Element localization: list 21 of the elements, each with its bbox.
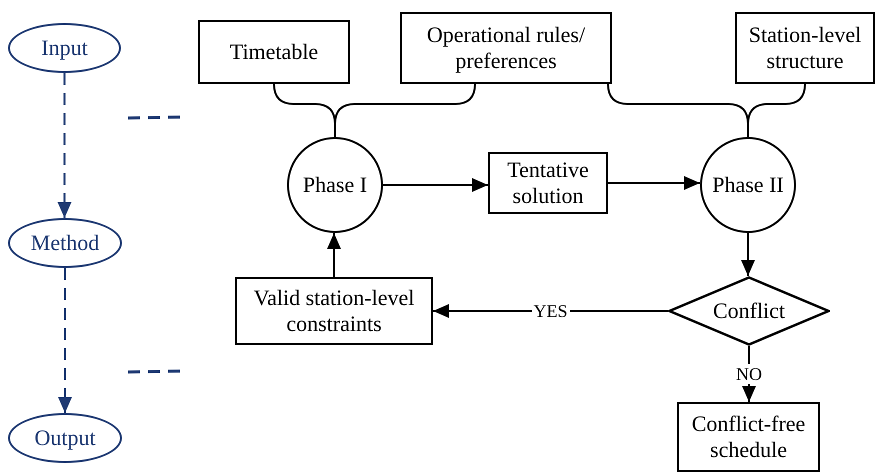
- bracket-connector: [747, 84, 806, 137]
- stage-ellipse: Input: [8, 23, 121, 73]
- stage-ellipse: Method: [8, 218, 122, 268]
- process-box: Valid station-level constraints: [235, 277, 433, 345]
- process-box: Conflict-free schedule: [677, 402, 820, 472]
- process-box: Operational rules/ preferences: [400, 12, 612, 84]
- process-box: Timetable: [198, 20, 350, 84]
- arrow: [327, 233, 341, 277]
- arrow: [58, 73, 72, 218]
- bracket-connector: [334, 84, 476, 137]
- phase-circle: Phase II: [700, 137, 796, 233]
- arrow: [58, 268, 72, 413]
- phase-circle: Phase I: [287, 137, 383, 233]
- arrow: [608, 176, 700, 190]
- arrow: [741, 233, 755, 276]
- decision-diamond: Conflict: [668, 276, 830, 346]
- arrow: [383, 178, 488, 192]
- edge-label: NO: [734, 364, 764, 384]
- stage-ellipse: Output: [8, 413, 122, 463]
- process-box: Station-level structure: [735, 12, 875, 84]
- process-box: Tentative solution: [488, 152, 608, 214]
